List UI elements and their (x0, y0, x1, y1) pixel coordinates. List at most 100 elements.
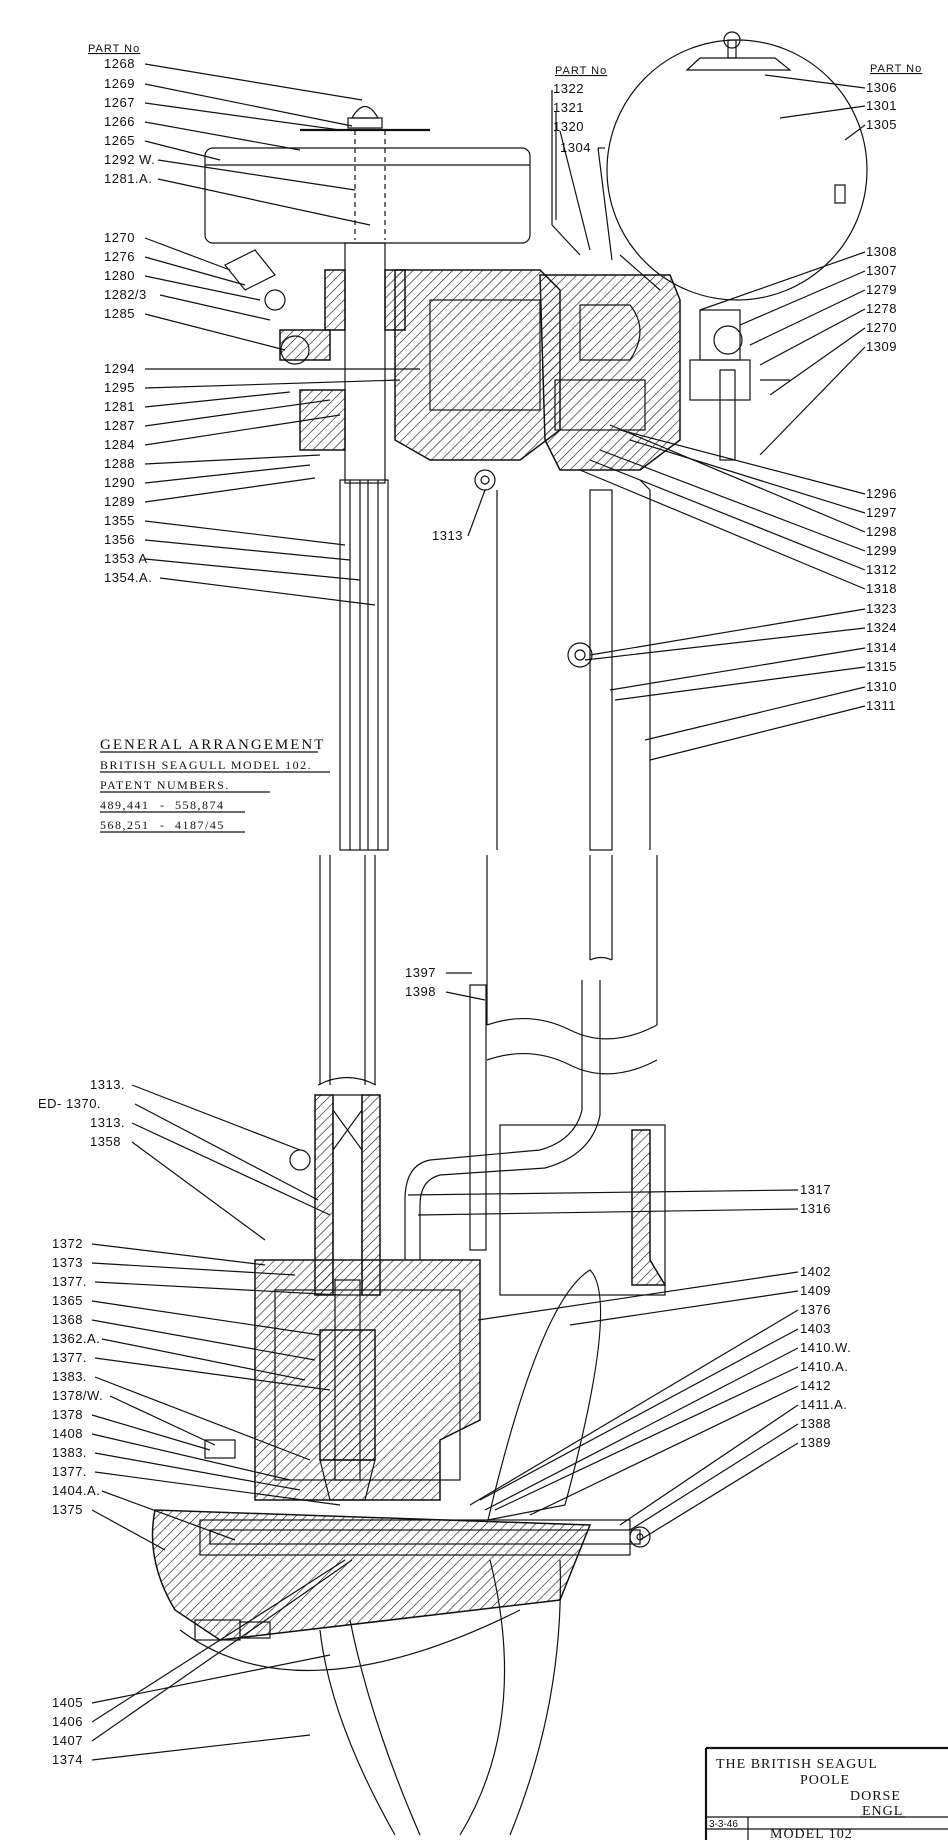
label-1407: 1407 (52, 1733, 83, 1748)
part-no-header-mid: PART No (555, 65, 607, 77)
label-1374: 1374 (52, 1752, 83, 1767)
left-top-labels: 1268 1269 1267 1266 1265 1292 W. 1281.A. (104, 56, 371, 226)
label-1269: 1269 (104, 76, 135, 91)
middle-section (317, 855, 667, 1296)
label-1294: 1294 (104, 361, 135, 376)
ga-patent-1b: 558,874 (175, 798, 225, 812)
label-1378: 1378 (52, 1407, 83, 1422)
label-1375: 1375 (52, 1502, 83, 1517)
left-mid-labels: 1270 1276 1280 1282/3 1285 1294 1295 128… (104, 230, 420, 606)
tb-model: MODEL 102 (770, 1827, 853, 1840)
ga-patent-2a: 568,251 (100, 818, 150, 832)
label-1308: 1308 (866, 244, 897, 259)
label-1313-b: 1313. (90, 1115, 125, 1130)
ga-patent: PATENT NUMBERS. (100, 778, 230, 792)
label-1358: 1358 (90, 1134, 121, 1149)
label-1268: 1268 (104, 56, 135, 71)
label-1398: 1398 (405, 984, 436, 999)
label-1377-c: 1377. (52, 1464, 87, 1479)
label-1317: 1317 (800, 1182, 831, 1197)
right-top-labels: 1306 1301 1305 (764, 74, 897, 141)
label-1397: 1397 (405, 965, 436, 980)
label-1304: 1304 (560, 140, 591, 155)
tb-town: POOLE (800, 1773, 850, 1788)
label-1370: ED- 1370. (38, 1096, 101, 1111)
lower-gearbox (151, 1094, 651, 1836)
ga-patent-1a: 489,441 (100, 798, 150, 812)
label-1323: 1323 (866, 601, 897, 616)
label-1280: 1280 (104, 268, 135, 283)
ga-title: GENERAL ARRANGEMENT (100, 737, 325, 753)
label-1279: 1279 (866, 282, 897, 297)
label-1354a: 1354.A. (104, 570, 152, 585)
label-1309: 1309 (866, 339, 897, 354)
right-lower-labels: 1296 1297 1298 1299 1312 1318 1323 1324 … (579, 424, 897, 761)
label-1306: 1306 (866, 80, 897, 95)
label-1287: 1287 (104, 418, 135, 433)
label-1311: 1311 (866, 698, 896, 713)
label-1321: 1321 (553, 100, 584, 115)
label-1310: 1310 (866, 679, 897, 694)
lower-left-labels: 1313. ED- 1370. 1313. 1358 1372 1373 137… (38, 1077, 341, 1551)
label-1322: 1322 (553, 81, 584, 96)
label-1402: 1402 (800, 1264, 831, 1279)
label-1383-a: 1383. (52, 1369, 87, 1384)
label-1320: 1320 (553, 119, 584, 134)
general-arrangement-block: GENERAL ARRANGEMENT BRITISH SEAGULL MODE… (100, 737, 330, 833)
label-1295: 1295 (104, 380, 135, 395)
label-1362a: 1362.A. (52, 1331, 100, 1346)
label-1312: 1312 (866, 562, 897, 577)
part-no-header-right: PART No (870, 63, 922, 75)
label-1356: 1356 (104, 532, 135, 547)
label-1377-a: 1377. (52, 1274, 87, 1289)
label-1313-upper: 1313 (432, 528, 463, 543)
label-1282-3: 1282/3 (104, 287, 147, 302)
label-1410w: 1410.W. (800, 1340, 851, 1355)
label-1355: 1355 (104, 513, 135, 528)
label-1278: 1278 (866, 301, 897, 316)
label-1281: 1281 (104, 399, 135, 414)
label-1265: 1265 (104, 133, 135, 148)
mid-lower-labels: 1397 1398 (405, 965, 486, 1001)
label-1405: 1405 (52, 1695, 83, 1710)
tb-company: THE BRITISH SEAGUL (716, 1757, 878, 1772)
label-1284: 1284 (104, 437, 135, 452)
label-1316: 1316 (800, 1201, 831, 1216)
label-1378w: 1378/W. (52, 1388, 103, 1403)
ga-patent-2b: 4187/45 (175, 818, 225, 832)
label-1412: 1412 (800, 1378, 831, 1393)
label-1408: 1408 (52, 1426, 83, 1441)
upper-tubes (339, 479, 651, 851)
label-1373: 1373 (52, 1255, 83, 1270)
label-1368: 1368 (52, 1312, 83, 1327)
label-1409: 1409 (800, 1283, 831, 1298)
label-1298: 1298 (866, 524, 897, 539)
label-1372: 1372 (52, 1236, 83, 1251)
svg-text:-: - (160, 818, 166, 832)
label-1318: 1318 (866, 581, 897, 596)
tb-date: 3-3-46 (709, 1819, 738, 1830)
label-1288: 1288 (104, 456, 135, 471)
label-1289: 1289 (104, 494, 135, 509)
svg-text:-: - (160, 798, 166, 812)
label-1276: 1276 (104, 249, 135, 264)
label-1281a: 1281.A. (104, 171, 152, 186)
title-block: THE BRITISH SEAGUL POOLE DORSE ENGL 3-3-… (704, 1746, 948, 1840)
label-1305: 1305 (866, 117, 897, 132)
label-1266: 1266 (104, 114, 135, 129)
label-1307: 1307 (866, 263, 897, 278)
label-1403: 1403 (800, 1321, 831, 1336)
label-1301: 1301 (866, 98, 897, 113)
label-1324: 1324 (866, 620, 897, 635)
label-1267: 1267 (104, 95, 135, 110)
mid-labels: 1322 1321 1320 1304 (551, 81, 613, 261)
tb-country: ENGL (862, 1804, 903, 1819)
label-1285: 1285 (104, 306, 135, 321)
ga-model: BRITISH SEAGULL MODEL 102. (100, 758, 312, 772)
part-no-header-left: PART No (88, 43, 140, 55)
label-1299: 1299 (866, 543, 897, 558)
label-1270: 1270 (104, 230, 135, 245)
right-mid-labels: 1308 1307 1279 1278 1270 1309 (699, 244, 897, 456)
label-1377-b: 1377. (52, 1350, 87, 1365)
